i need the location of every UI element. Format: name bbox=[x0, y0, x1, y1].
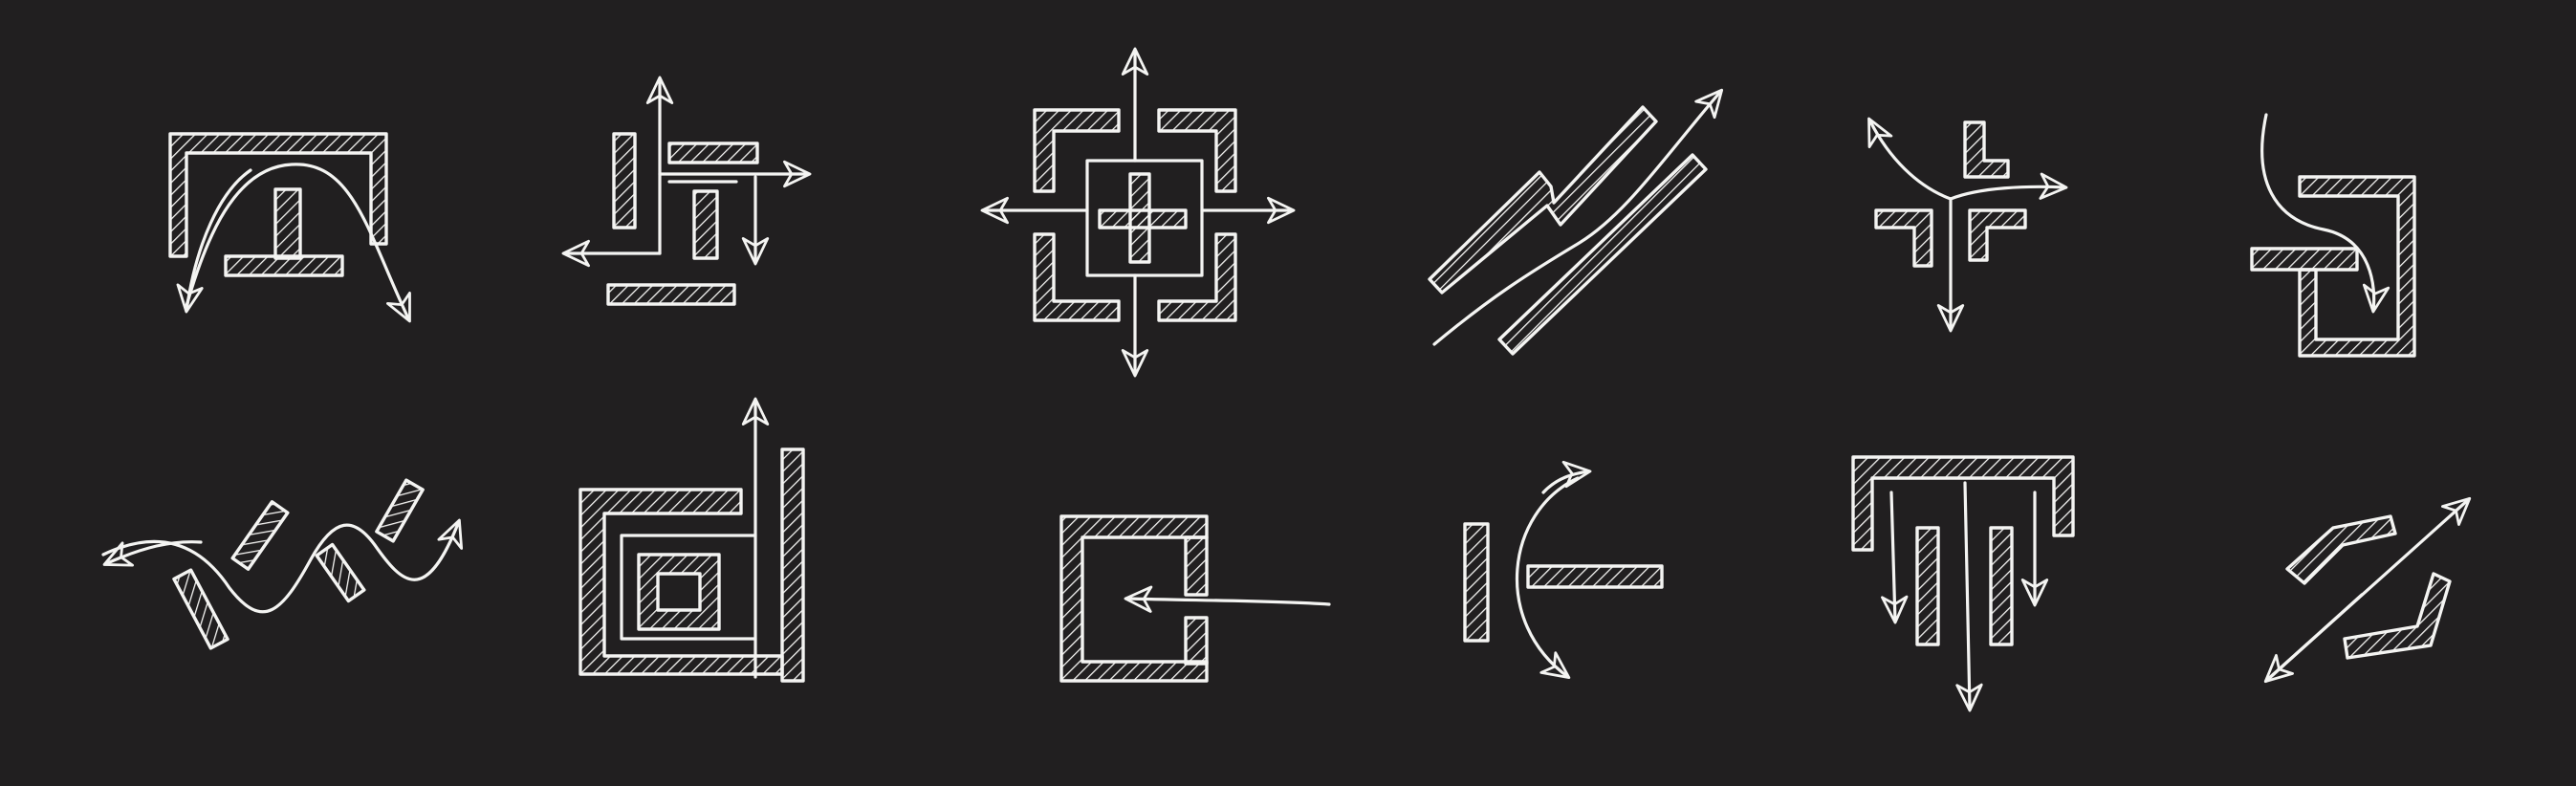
sketch-curved-bypass bbox=[1465, 471, 1662, 677]
sketch-hook-spiral bbox=[2252, 115, 2414, 356]
sketch-pinwheel bbox=[564, 78, 809, 304]
sketch-nested-square bbox=[580, 400, 803, 681]
sketch-diagonal-offset bbox=[1430, 91, 1721, 354]
sketch-comb-down bbox=[1853, 457, 2073, 710]
sketch-arch-path bbox=[170, 134, 409, 320]
sketch-wave-path bbox=[103, 480, 459, 648]
sketch-enter-court bbox=[1061, 516, 1329, 681]
sketch-cross-radial bbox=[983, 50, 1293, 375]
sketch-branching bbox=[1869, 120, 2065, 330]
sketch-diagonal-pass bbox=[2266, 499, 2469, 681]
